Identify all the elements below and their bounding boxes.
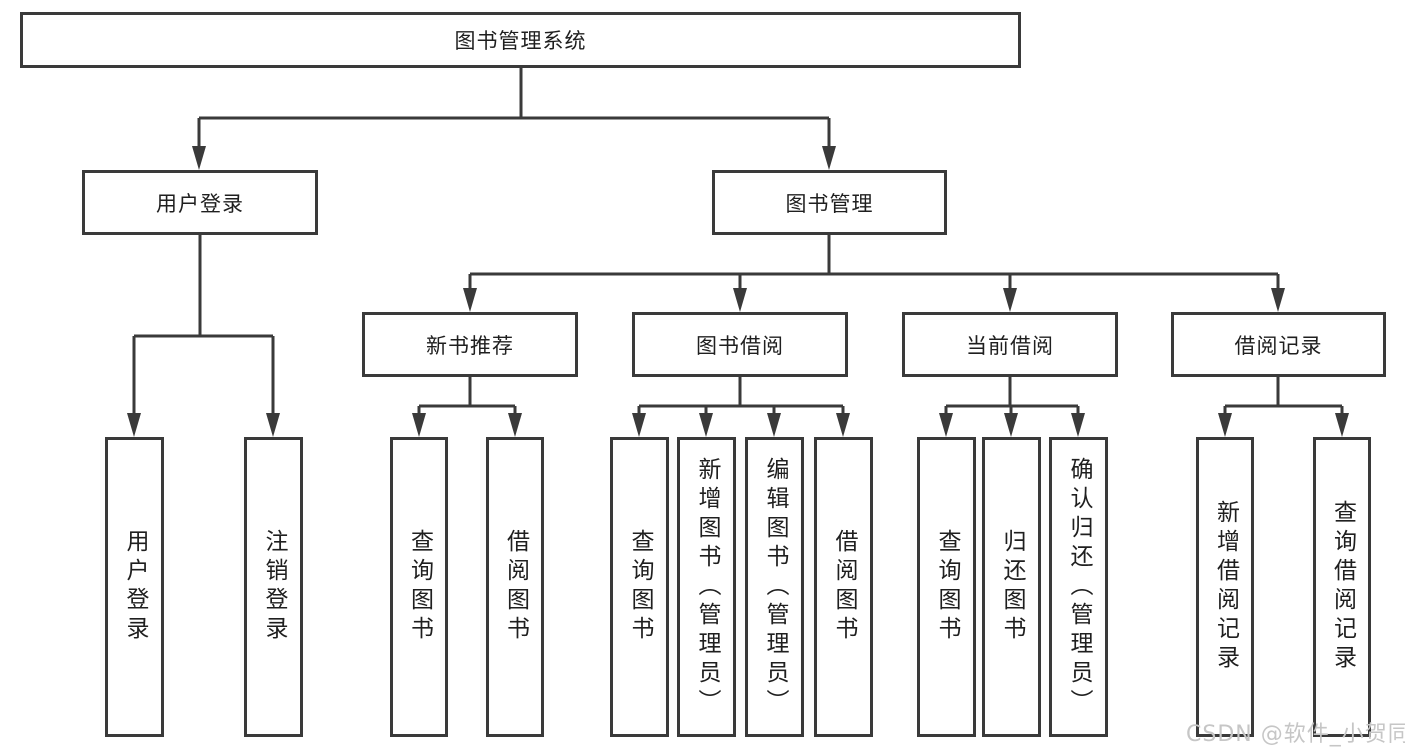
csdn-watermark: CSDN @软件_小贺同学 [1186,722,1405,747]
leaf-logout: 注销登录 [244,437,303,737]
leaf-label: 借阅图书 [831,529,857,645]
node-book-borrow: 图书借阅 [632,312,848,377]
leaf-label: 确认归还（管理员） [1066,456,1092,718]
node-label: 借阅记录 [1234,333,1323,358]
node-label: 图书管理 [785,191,874,216]
leaf-label: 用户登录 [122,529,148,645]
leaf-user-login: 用户登录 [105,437,164,737]
node-borrow-record: 借阅记录 [1171,312,1386,377]
leaf-add-borrow-record: 新增借阅记录 [1196,437,1254,737]
leaf-confirm-return-admin: 确认归还（管理员） [1049,437,1108,737]
leaf-add-books-admin: 新增图书（管理员） [677,437,736,737]
node-book-management: 图书管理 [712,170,947,235]
leaf-label: 查询借阅记录 [1329,500,1356,674]
leaf-label: 编辑图书（管理员） [762,456,788,718]
leaf-borrow-books-recommend: 借阅图书 [486,437,544,737]
leaf-label: 新增借阅记录 [1212,500,1239,674]
leaf-query-books-recommend: 查询图书 [390,437,448,737]
leaf-return-books: 归还图书 [982,437,1041,737]
leaf-label: 查询图书 [406,529,433,645]
leaf-query-books-borrow: 查询图书 [610,437,669,737]
leaf-query-borrow-record: 查询借阅记录 [1313,437,1371,737]
leaf-edit-books-admin: 编辑图书（管理员） [745,437,804,737]
leaf-borrow-books: 借阅图书 [814,437,873,737]
node-label: 图书管理系统 [454,29,587,53]
leaf-label: 查询图书 [934,529,960,645]
node-current-borrow: 当前借阅 [902,312,1118,377]
leaf-query-books-current: 查询图书 [917,437,976,737]
node-label: 用户登录 [156,191,244,216]
node-label: 新书推荐 [426,333,514,358]
leaf-label: 新增图书（管理员） [694,456,720,718]
leaf-label: 注销登录 [261,529,287,645]
node-label: 当前借阅 [966,333,1054,358]
node-label: 图书借阅 [696,333,784,358]
node-library-management-system: 图书管理系统 [20,12,1021,68]
leaf-label: 归还图书 [999,529,1025,645]
leaf-label: 借阅图书 [502,529,529,645]
leaf-label: 查询图书 [627,529,653,645]
node-new-book-recommend: 新书推荐 [362,312,578,377]
node-user-login: 用户登录 [82,170,318,235]
